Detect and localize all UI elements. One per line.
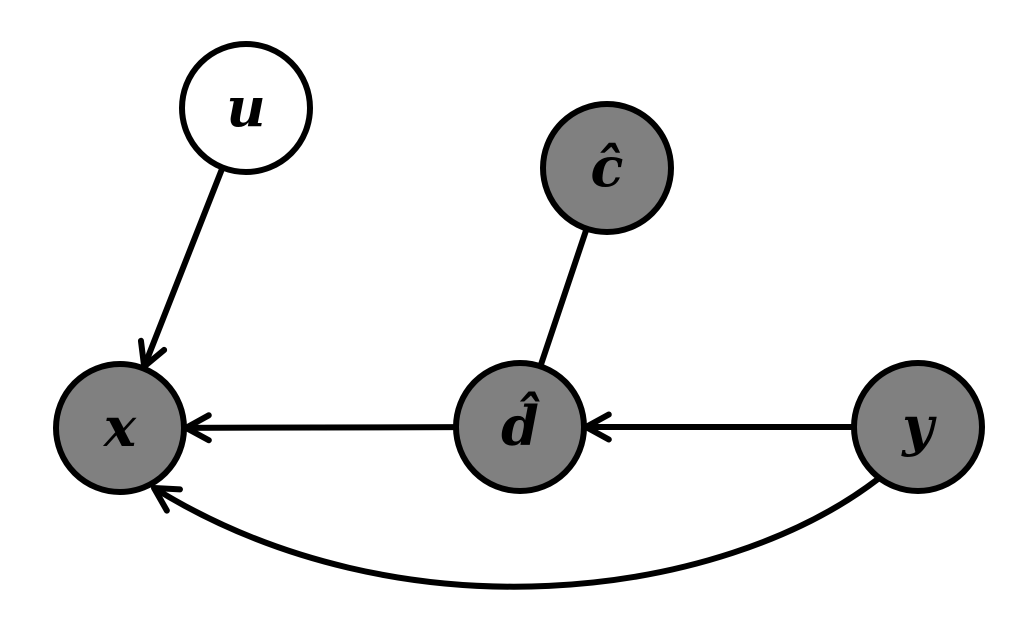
edge-line xyxy=(152,476,880,590)
node-u: u xyxy=(179,41,313,175)
edge-line xyxy=(141,166,226,368)
edge-d_hat-to-x xyxy=(183,412,457,444)
node-label: x xyxy=(103,395,137,459)
edge-line xyxy=(185,424,457,431)
node-circle xyxy=(53,361,187,495)
edge-line xyxy=(538,227,590,366)
node-c-hat: ĉ xyxy=(540,101,674,235)
node-x: x xyxy=(53,361,187,495)
node-label: d̂ xyxy=(501,391,540,458)
node-circle xyxy=(851,360,985,494)
node-circle xyxy=(540,101,674,235)
edge-y-to-x xyxy=(151,476,880,590)
edge-y-to-d_hat xyxy=(583,411,854,443)
node-circle xyxy=(453,360,587,494)
node-label: ĉ xyxy=(591,135,624,199)
edge-u-to-x xyxy=(137,166,226,370)
node-d-hat: d̂ xyxy=(453,360,587,494)
edge-c_hat-to-d_hat xyxy=(538,227,590,366)
node-circle xyxy=(179,41,313,175)
node-label: u xyxy=(226,75,265,139)
nodes: u ĉ x d̂ y xyxy=(53,41,985,495)
arrowhead-icon xyxy=(151,485,183,514)
node-label: y xyxy=(901,394,937,458)
node-y: y xyxy=(851,360,985,494)
